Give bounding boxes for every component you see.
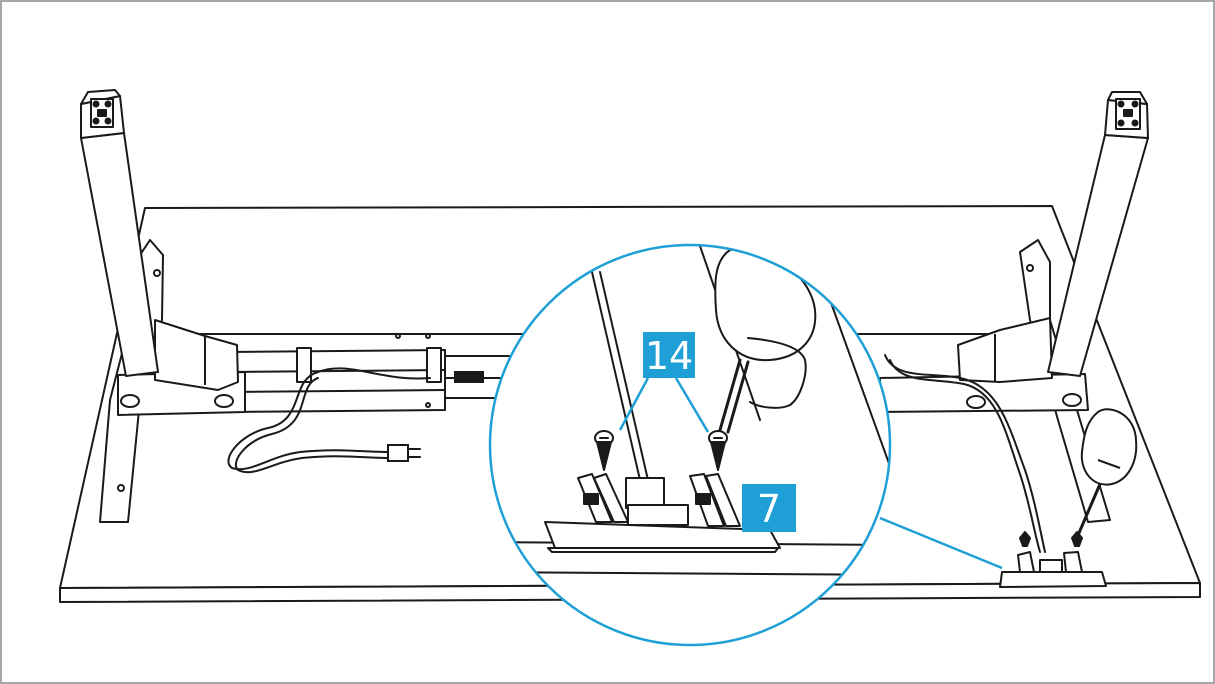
screw-right-icon xyxy=(708,430,728,471)
callout-screws-badge xyxy=(643,332,695,378)
callout-mount-label: 7 xyxy=(757,487,781,531)
right-motor-housing xyxy=(957,317,1053,383)
handset-cable xyxy=(884,354,1046,553)
callout-mount-badge xyxy=(742,484,796,532)
screwdriver-small xyxy=(1019,408,1138,547)
zoom-detail xyxy=(488,243,892,647)
left-motor-housing xyxy=(154,319,239,391)
cable-connector xyxy=(454,371,484,383)
left-leg xyxy=(80,89,159,377)
zoom-leader-line xyxy=(879,516,1003,570)
callout-mount: 7 xyxy=(742,484,796,532)
handset-small xyxy=(999,551,1107,588)
power-cable xyxy=(227,367,431,474)
right-leg xyxy=(1047,91,1149,377)
screw-left-icon xyxy=(594,430,614,471)
callout-screws-label: 14 xyxy=(645,334,693,378)
zoom-circle-outline xyxy=(488,243,892,647)
callout-screws: 14 xyxy=(618,332,710,433)
